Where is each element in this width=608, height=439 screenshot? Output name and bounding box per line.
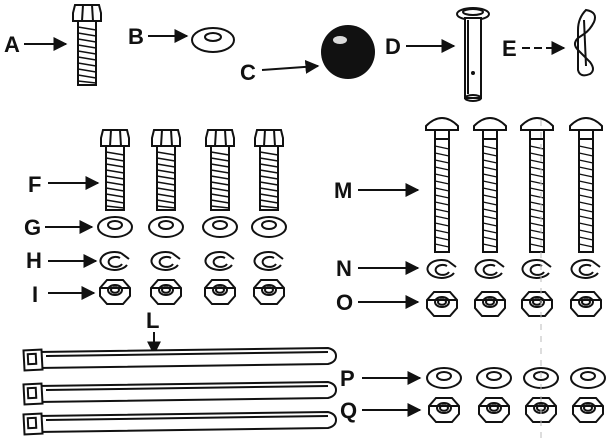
lock-washer-icon xyxy=(204,250,235,271)
label-b: B xyxy=(128,24,144,49)
hex-bolts-group xyxy=(100,129,284,211)
label-i: I xyxy=(32,282,38,307)
label-c: C xyxy=(240,60,256,85)
label-a: A xyxy=(4,32,20,57)
carriage-bolts-group xyxy=(425,117,603,253)
label-m: M xyxy=(334,178,352,203)
hex-nut-icon xyxy=(521,291,553,317)
cable-ties-group xyxy=(22,347,337,436)
hex-bolt-icon xyxy=(72,4,102,86)
label-n: N xyxy=(336,256,352,281)
lock-washer-icon xyxy=(474,258,505,279)
flat-washers-lower-group xyxy=(426,367,606,389)
label-o: O xyxy=(336,290,353,315)
hex-bolt-icon xyxy=(100,129,130,211)
hex-nut-icon xyxy=(478,397,510,423)
hex-bolt-icon xyxy=(205,129,235,211)
hex-nut-icon xyxy=(428,397,460,423)
lock-washer-icon xyxy=(150,250,181,271)
lock-washer-icon xyxy=(570,258,601,279)
lock-washers-right-group xyxy=(426,258,601,279)
flat-washer-icon xyxy=(476,367,512,389)
cable-tie-icon xyxy=(22,411,337,436)
hex-nut-icon xyxy=(99,279,131,305)
label-f: F xyxy=(28,172,41,197)
hex-nuts-lower-group xyxy=(428,397,604,423)
hex-bolt-icon xyxy=(254,129,284,211)
carriage-bolt-icon xyxy=(473,117,507,253)
hex-nut-icon xyxy=(150,279,182,305)
hex-bolt-icon xyxy=(151,129,181,211)
hex-nuts-right-group xyxy=(426,291,602,317)
hex-nut-icon xyxy=(426,291,458,317)
lock-washer-icon xyxy=(99,250,130,271)
hex-nut-icon xyxy=(572,397,604,423)
label-p: P xyxy=(340,366,355,391)
flat-washer-icon xyxy=(148,216,184,238)
label-q: Q xyxy=(340,398,357,423)
lock-washer-icon xyxy=(521,258,552,279)
lock-washer-icon xyxy=(426,258,457,279)
flat-washer-icon xyxy=(426,367,462,389)
hex-nut-icon xyxy=(474,291,506,317)
carriage-bolt-icon xyxy=(425,117,459,253)
cable-tie-icon xyxy=(22,347,337,372)
label-d: D xyxy=(385,34,401,59)
flat-washer-icon xyxy=(570,367,606,389)
hex-nut-icon xyxy=(204,279,236,305)
clevis-pin-icon xyxy=(456,7,490,102)
hex-nut-icon xyxy=(253,279,285,305)
flat-washer-icon xyxy=(202,216,238,238)
flat-washer-icon xyxy=(191,27,235,53)
flat-washer-icon xyxy=(97,216,133,238)
ball-knob-icon xyxy=(321,25,375,79)
hex-nut-icon xyxy=(570,291,602,317)
label-h: H xyxy=(26,248,42,273)
lock-washers-group xyxy=(99,250,284,271)
cable-tie-icon xyxy=(22,381,337,406)
label-e: E xyxy=(502,36,517,61)
carriage-bolt-icon xyxy=(569,117,603,253)
carriage-bolt-icon xyxy=(520,117,554,253)
flat-washers-group xyxy=(97,216,287,238)
label-l: L xyxy=(146,308,159,333)
label-g: G xyxy=(24,215,41,240)
lock-washer-icon xyxy=(253,250,284,271)
flat-washer-icon xyxy=(251,216,287,238)
hair-pin-clip-icon xyxy=(574,8,596,77)
hex-nuts-group xyxy=(99,279,285,305)
